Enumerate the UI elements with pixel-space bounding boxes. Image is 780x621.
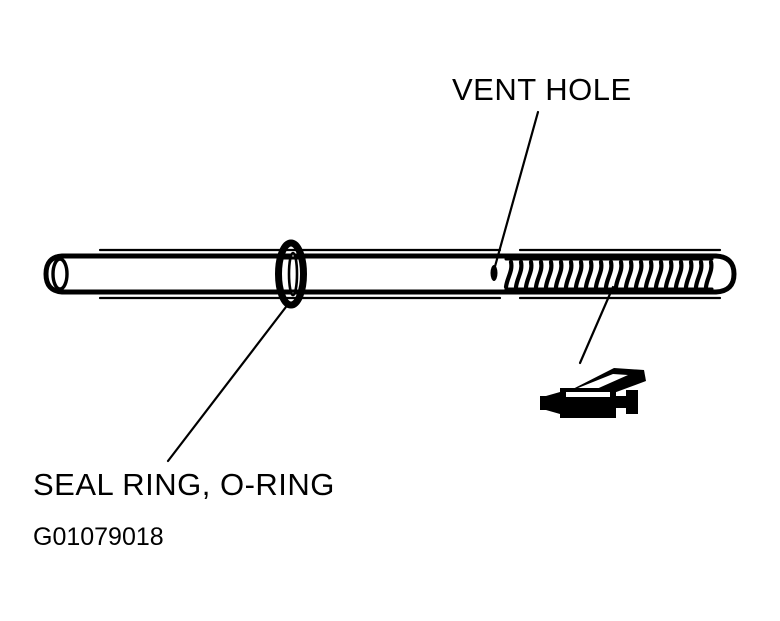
oring-outer (275, 239, 307, 309)
thread-tooth (503, 259, 514, 290)
leader-vent-hole (492, 110, 540, 272)
thread-tooth (593, 259, 604, 290)
thread-tooth (583, 259, 594, 290)
thread-tooth (553, 259, 564, 290)
threaded-section (503, 257, 714, 291)
thread-tooth (603, 259, 614, 290)
thread-tooth (633, 259, 644, 290)
shaft-outline (43, 253, 737, 295)
label-vent-hole: VENT HOLE (452, 72, 632, 107)
thread-segments (503, 259, 714, 290)
thread-tooth (513, 259, 524, 290)
thread-tooth (663, 259, 674, 290)
thread-tooth (563, 259, 574, 290)
valve-body-slot (566, 392, 610, 397)
valve-nozzle (540, 392, 560, 414)
leader-seal-ring (166, 301, 291, 463)
seal-ring-oring (275, 239, 307, 309)
thread-tooth (573, 259, 584, 290)
valve-fitting-part (540, 368, 646, 418)
label-seal-ring: SEAL RING, O-RING (33, 467, 335, 502)
label-figure-code: G01079018 (33, 523, 164, 551)
thread-tooth (613, 259, 624, 290)
thread-tooth (533, 259, 544, 290)
valve-lever-highlight (573, 374, 628, 391)
thread-tooth (653, 259, 664, 290)
thread-tooth (703, 259, 714, 290)
thread-tooth (673, 259, 684, 290)
shaft-assembly (43, 239, 737, 309)
oring-inner (287, 251, 299, 297)
thread-tooth (693, 259, 704, 290)
shaft-left-end-face (51, 257, 69, 291)
leader-lines (166, 110, 615, 463)
thread-tooth (523, 259, 534, 290)
thread-tooth (543, 259, 554, 290)
thread-tooth (683, 259, 694, 290)
vent-hole-mark (490, 265, 498, 281)
leader-valve-fitting (578, 285, 615, 365)
thread-tooth (643, 259, 654, 290)
thread-tooth (623, 259, 634, 290)
valve-stem-flange (616, 390, 638, 414)
